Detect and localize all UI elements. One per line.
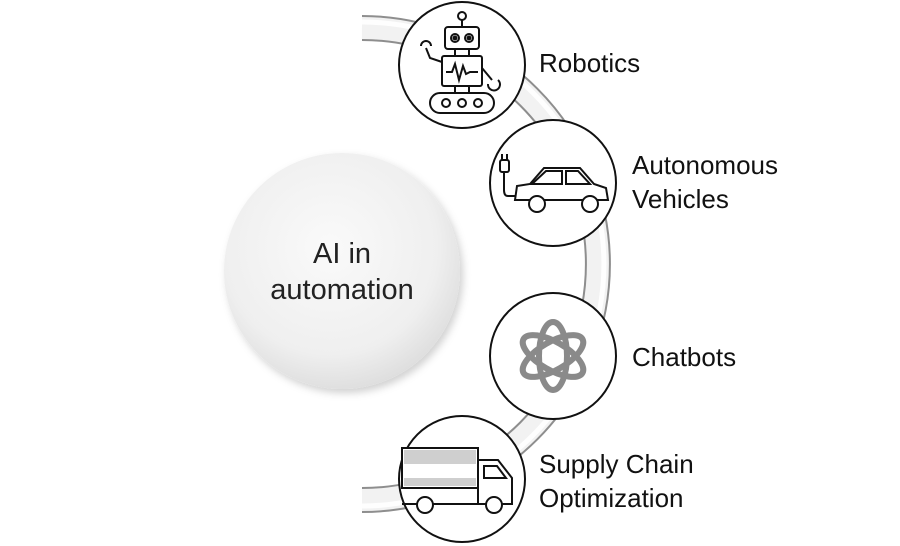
delivery-truck-icon — [401, 447, 513, 514]
vehicles-label: Autonomous Vehicles — [632, 148, 778, 216]
vehicles-node — [489, 119, 617, 247]
chatbots-label: Chatbots — [632, 340, 736, 374]
hub-label-line1: AI in — [312, 238, 372, 270]
supply-chain-node — [398, 415, 526, 543]
vehicles-label-line2: Vehicles — [632, 184, 729, 214]
openai-knot-icon — [519, 319, 587, 393]
robotics-label-line1: Robotics — [539, 48, 641, 78]
chatbots-node — [489, 292, 617, 420]
electric-car-icon — [499, 154, 610, 213]
vehicles-label-line1: Autonomous — [632, 150, 778, 180]
supply-chain-label-line2: Optimization — [539, 483, 684, 513]
supply-chain-label: Supply Chain Optimization — [539, 447, 694, 515]
supply-chain-label-line1: Supply Chain — [539, 449, 694, 479]
robotics-node — [398, 1, 526, 129]
robotics-label: Robotics — [539, 46, 640, 80]
hub-circle — [224, 153, 460, 389]
chatbots-label-line1: Chatbots — [632, 342, 737, 372]
robot-icon — [420, 11, 501, 114]
hub-label: AI in automation — [222, 236, 462, 308]
hub-label-line2: automation — [270, 274, 414, 306]
